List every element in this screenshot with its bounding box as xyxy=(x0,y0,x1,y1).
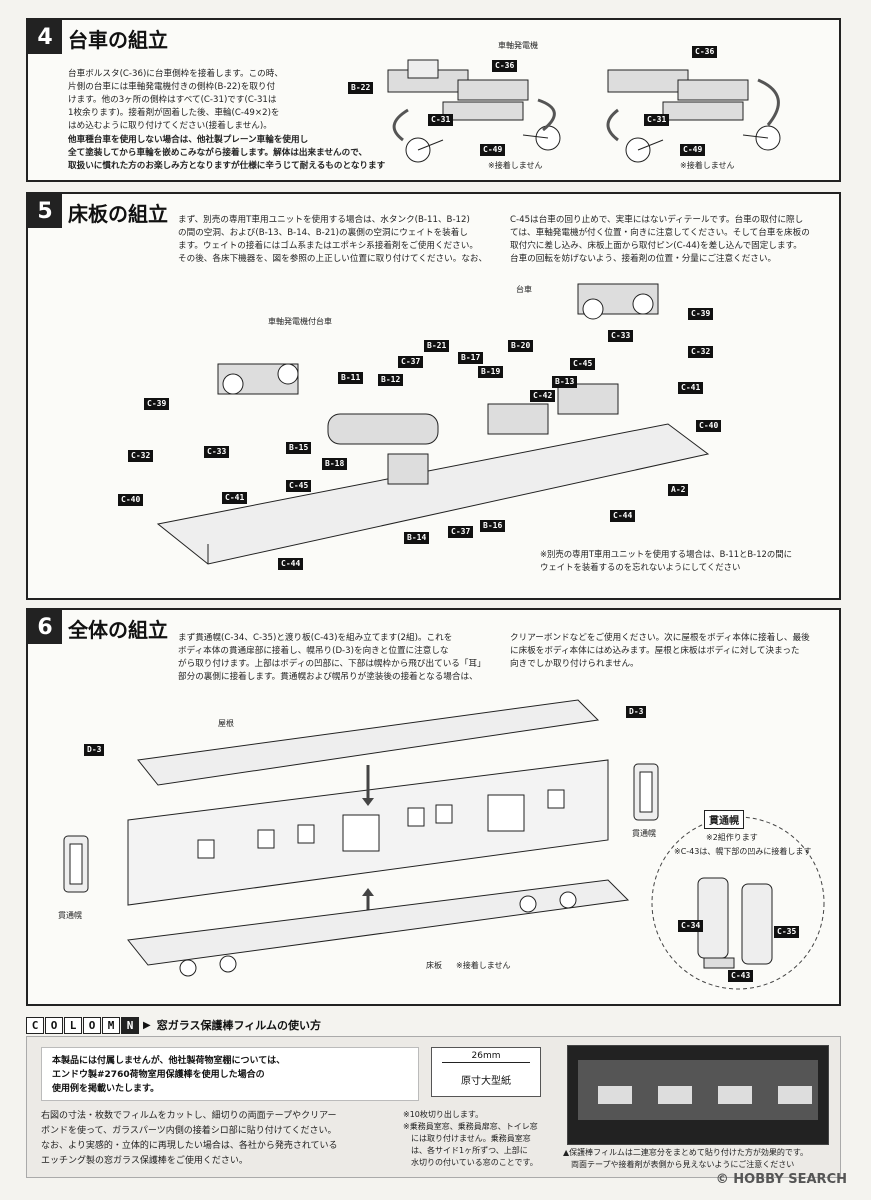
part-tag: D-3 xyxy=(84,744,105,756)
column-title: 窓ガラス保護棒フィルムの使い方 xyxy=(156,1019,322,1032)
photo-caption: ▲保護棒フィルムは二連窓分をまとめて貼り付けた方が効果的です。 両面テープや接着… xyxy=(563,1148,809,1169)
column-letter: O xyxy=(83,1016,101,1034)
no-glue-note: ※接着しません xyxy=(680,161,735,170)
part-tag: B-19 xyxy=(478,366,504,378)
warning-note: 他車種台車を使用しない場合は、他社製プレーン車輪を使用し 全て塗装してから車輪を… xyxy=(68,135,386,171)
dimension-label: 26mm xyxy=(471,1051,501,1061)
part-tag: B-22 xyxy=(348,82,374,94)
part-tag: C-45 xyxy=(286,480,312,492)
part-tag: C-40 xyxy=(118,494,144,506)
part-tag: C-31 xyxy=(644,114,670,126)
part-tag: B-12 xyxy=(378,374,404,386)
truck-label: 台車 xyxy=(516,285,532,294)
instruction-text-left: まず貫通幌(C-34、C-35)と渡り板(C-43)を組み立てます(2組)。これ… xyxy=(178,633,486,682)
section-floor-assembly: 5 床板の組立 まず、別売の専用T車用ユニットを使用する場合は、水タンク(B-1… xyxy=(26,192,841,600)
part-tag: C-36 xyxy=(692,46,718,58)
floor-no-glue-note: ※接着しません xyxy=(456,961,511,970)
part-tag: C-49 xyxy=(480,144,506,156)
template-notes: ※10枚切り出します。 ※乗務員室窓、乗務員扉窓、トイレ窓 には取り付けません。… xyxy=(403,1110,538,1167)
part-tag: C-32 xyxy=(688,346,714,358)
part-tag: B-16 xyxy=(480,520,506,532)
part-tag: C-40 xyxy=(696,420,722,432)
gangway-label-right: 貫通幌 xyxy=(632,829,656,838)
part-tag: C-36 xyxy=(492,60,518,72)
part-tag: C-49 xyxy=(680,144,706,156)
instruction-text: 台車ボルスタ(C-36)に台車側枠を接着します。この時、 片側の台車には車軸発電… xyxy=(68,69,283,131)
no-glue-note: ※接着しません xyxy=(488,161,543,170)
part-tag: B-18 xyxy=(322,458,348,470)
generator-truck-label: 車軸発電機付台車 xyxy=(268,317,332,326)
section-title: 台車の組立 xyxy=(68,28,168,52)
column-letter: M xyxy=(102,1016,120,1034)
template-box: 26mm 原寸大型紙 xyxy=(431,1047,541,1097)
example-photo xyxy=(567,1045,829,1145)
instruction-text-right: C-45は台車の回り止めで、実車にはないディテールです。台車の取付に際し ては、… xyxy=(510,215,810,264)
step-number: 5 xyxy=(28,194,62,228)
part-tag: C-41 xyxy=(222,492,248,504)
floor-label: 床板 xyxy=(426,961,442,970)
roof-label: 屋根 xyxy=(218,719,234,728)
part-tag: C-37 xyxy=(398,356,424,368)
section-title: 全体の組立 xyxy=(68,618,168,642)
column-letter: O xyxy=(45,1016,63,1034)
instruction-text-right: クリアーボンドなどをご使用ください。次に屋根をボディ本体に接着し、最後 に床板を… xyxy=(510,633,810,669)
floor-plate-drawing xyxy=(156,283,710,565)
gangway-right-drawing xyxy=(633,763,659,821)
part-tag: C-33 xyxy=(608,330,634,342)
triangle-icon: ▶ xyxy=(143,1019,151,1031)
part-tag: C-44 xyxy=(610,510,636,522)
part-tag: D-3 xyxy=(626,706,647,718)
column-header: C O L O M N ▶ 窓ガラス保護棒フィルムの使い方 xyxy=(26,1016,321,1034)
section-title: 床板の組立 xyxy=(68,202,168,226)
part-tag: C-31 xyxy=(428,114,454,126)
part-tag: A-2 xyxy=(668,484,689,496)
part-tag: C-37 xyxy=(448,526,474,538)
column-letter: C xyxy=(26,1016,44,1034)
column-box: 本製品には付属しませんが、他社製荷物室棚については、 エンドウ製#2760荷物室… xyxy=(26,1036,841,1178)
part-tag: C-44 xyxy=(278,558,304,570)
part-tag: B-20 xyxy=(508,340,534,352)
watermark: © HOBBY SEARCH xyxy=(715,1172,847,1187)
part-tag: B-21 xyxy=(424,340,450,352)
part-tag: C-39 xyxy=(144,398,170,410)
section-final-assembly: 6 全体の組立 まず貫通幌(C-34、C-35)と渡り板(C-43)を組み立てま… xyxy=(26,608,841,1006)
part-tag: C-43 xyxy=(728,970,754,982)
instruction-text-left: まず、別売の専用T車用ユニットを使用する場合は、水タンク(B-11、B-12) … xyxy=(178,215,488,264)
column-letter: L xyxy=(64,1016,82,1034)
part-tag: B-13 xyxy=(552,376,578,388)
gangway-left-drawing xyxy=(63,835,89,893)
car-body-drawing xyxy=(127,699,630,977)
detail-note: ※C-43は、幌下部の凹みに接着します xyxy=(674,847,812,856)
gangway-detail-circle xyxy=(651,816,825,990)
part-tag: C-33 xyxy=(204,446,230,458)
step-number: 4 xyxy=(28,20,62,54)
part-tag: C-45 xyxy=(570,358,596,370)
part-tag: C-35 xyxy=(774,926,800,938)
footnote: ※別売の専用T車用ユニットを使用する場合は、B-11とB-12の間に ウェイトを… xyxy=(540,549,792,572)
detail-title: 貫通幌 xyxy=(704,810,744,829)
column-notice: 本製品には付属しませんが、他社製荷物室棚については、 エンドウ製#2760荷物室… xyxy=(41,1047,419,1101)
column-letter: N xyxy=(121,1016,139,1034)
bogie-drawing-left xyxy=(387,59,561,163)
part-tag: B-17 xyxy=(458,352,484,364)
gangway-label-left: 貫通幌 xyxy=(58,911,82,920)
part-tag: B-11 xyxy=(338,372,364,384)
generator-label: 車軸発電機 xyxy=(498,41,538,50)
part-tag: C-42 xyxy=(530,390,556,402)
section-bogie-assembly: 4 台車の組立 台車ボルスタ(C-36)に台車側枠を接着します。この時、 片側の… xyxy=(26,18,841,182)
part-tag: C-32 xyxy=(128,450,154,462)
dimension-line xyxy=(442,1062,530,1063)
bogie-drawing-right xyxy=(606,69,781,163)
part-tag: C-34 xyxy=(678,920,704,932)
part-tag: C-41 xyxy=(678,382,704,394)
template-label: 原寸大型紙 xyxy=(461,1076,511,1087)
part-tag: C-39 xyxy=(688,308,714,320)
part-tag: B-14 xyxy=(404,532,430,544)
detail-note: ※2組作ります xyxy=(706,833,758,842)
part-tag: B-15 xyxy=(286,442,312,454)
column-body: 右図の寸法・枚数でフィルムをカットし、細切りの両面テープやクリアー ボンドを使っ… xyxy=(41,1111,338,1166)
step-number: 6 xyxy=(28,610,62,644)
